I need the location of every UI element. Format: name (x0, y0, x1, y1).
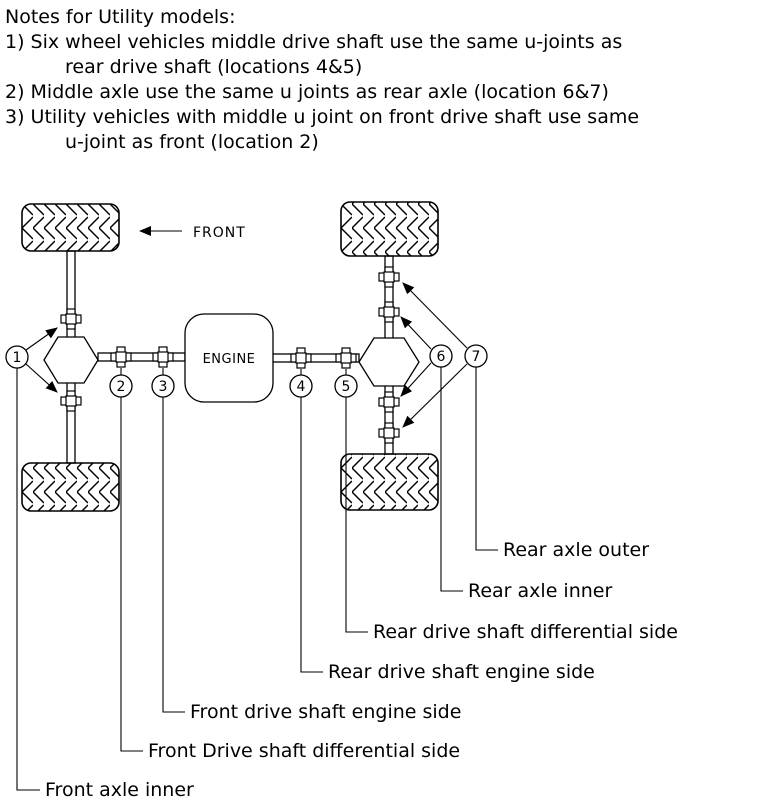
callout-3-number: 3 (159, 379, 168, 395)
ujoint-rear-axle-lower-outer (378, 422, 400, 444)
callout-4-leader (300, 397, 323, 673)
label-rear-drive-shaft-engine-side: Rear drive shaft engine side (328, 661, 595, 683)
note-line-3-cont: u-joint as front (location 2) (65, 131, 319, 153)
note-line-1: 1) Six wheel vehicles middle drive shaft… (5, 31, 623, 53)
callout-4-circle: 4 (289, 374, 313, 398)
callout-4-number: 4 (297, 379, 306, 395)
notes-block: Notes for Utility models: 1) Six wheel v… (5, 5, 639, 155)
callout-3-circle: 3 (151, 374, 175, 398)
note-line-2: 2) Middle axle use the same u joints as … (5, 81, 609, 103)
note-line-3: 3) Utility vehicles with middle u joint … (5, 106, 640, 128)
callout-5-number: 5 (342, 379, 351, 395)
callout-6-leader (440, 367, 463, 592)
front-differential (43, 336, 99, 384)
ujoint-rear-axle-upper-outer (378, 266, 400, 288)
callout-2-number: 2 (117, 379, 126, 395)
notes-title: Notes for Utility models: (5, 6, 236, 28)
callout-7-leader (475, 367, 498, 551)
rear-differential (358, 337, 420, 387)
label-rear-drive-shaft-differential-side: Rear drive shaft differential side (373, 621, 678, 643)
callout-2-leader (120, 397, 143, 752)
callout-1-arrow-upper (25, 327, 58, 351)
ujoint-front-shaft-diff-side (110, 346, 132, 368)
callout-6-arrow-upper (400, 316, 432, 350)
ujoint-front-shaft-engine-side (152, 346, 174, 368)
ujoint-rear-axle-upper-inner (378, 301, 400, 323)
ujoint-front-axle-lower (60, 390, 82, 412)
callout-3-leader (162, 397, 185, 713)
rear-axle-tire-top (340, 201, 439, 257)
ujoint-rear-axle-lower-inner (378, 391, 400, 413)
note-line-1-cont: rear drive shaft (locations 4&5) (65, 56, 363, 78)
callout-1-circle: 1 (5, 345, 29, 369)
callout-1-arrow-lower (25, 363, 58, 393)
front-axle-tire-bottom (21, 462, 120, 512)
callout-1-number: 1 (13, 350, 22, 366)
ujoint-front-axle-upper (60, 308, 82, 330)
ujoint-rear-shaft-diff-side (335, 347, 357, 369)
label-rear-axle-outer: Rear axle outer (503, 539, 649, 561)
front-label: FRONT (193, 225, 246, 241)
engine-box (184, 313, 274, 403)
label-front-drive-shaft-differential-side: Front Drive shaft differential side (148, 740, 460, 762)
callout-7-circle: 7 (464, 344, 488, 368)
callout-1-leader (16, 368, 40, 791)
label-front-axle-inner: Front axle inner (45, 779, 194, 800)
callout-2-circle: 2 (109, 374, 133, 398)
callout-7-number: 7 (472, 349, 481, 365)
rear-axle-tire-bottom (340, 453, 439, 511)
label-front-drive-shaft-engine-side: Front drive shaft engine side (190, 701, 461, 723)
callout-7-arrow-upper (402, 282, 468, 349)
callout-5-leader (345, 397, 368, 633)
callout-6-arrow-lower (400, 362, 432, 397)
front-axle-tire-top (21, 203, 120, 252)
label-rear-axle-inner: Rear axle inner (468, 580, 612, 602)
callout-5-circle: 5 (334, 374, 358, 398)
callout-7-arrow-lower (402, 363, 468, 428)
engine-label: ENGINE (203, 352, 256, 367)
callout-6-circle: 6 (429, 344, 453, 368)
callout-6-number: 6 (437, 349, 446, 365)
ujoint-rear-shaft-engine-side (290, 347, 312, 369)
